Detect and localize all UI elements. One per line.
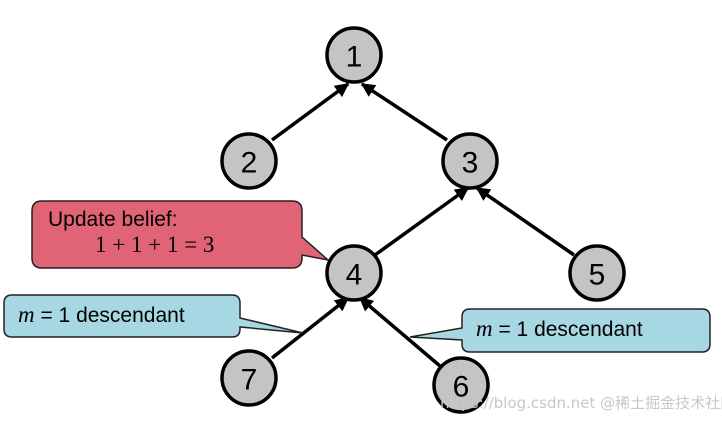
node-7-label: 7 bbox=[241, 364, 258, 397]
left-descendant-tail: = 1 descendant bbox=[35, 304, 185, 327]
node-3-label: 3 bbox=[462, 147, 479, 180]
node-1: 1 bbox=[325, 26, 383, 84]
node-4-label: 4 bbox=[346, 259, 363, 292]
node-7: 7 bbox=[220, 349, 278, 407]
left-descendant-text: m = 1 descendant bbox=[18, 302, 185, 327]
node-2: 2 bbox=[220, 132, 278, 190]
node-6-label: 6 bbox=[453, 371, 470, 404]
edge-3-to-1 bbox=[360, 82, 448, 142]
watermark-text: https://blog.csdn.net @稀土掘金技术社区 bbox=[440, 394, 722, 412]
node-1-label: 1 bbox=[346, 41, 363, 74]
right-descendant-tail: = 1 descendant bbox=[493, 318, 643, 341]
edge-2-to-1 bbox=[270, 82, 350, 142]
left-descendant-callout: m = 1 descendant bbox=[3, 294, 304, 338]
update-belief-equation: 1 + 1 + 1 = 3 bbox=[95, 232, 214, 257]
edge-6-to-4 bbox=[358, 296, 442, 368]
node-5-label: 5 bbox=[589, 259, 606, 292]
update-belief-title: Update belief: bbox=[48, 208, 178, 231]
node-4: 4 bbox=[325, 244, 383, 302]
node-5: 5 bbox=[568, 244, 626, 302]
edge-4-to-3 bbox=[373, 186, 470, 257]
right-descendant-callout: m = 1 descendant bbox=[409, 308, 711, 353]
left-descendant-variable: m bbox=[18, 302, 35, 327]
right-descendant-variable: m bbox=[476, 316, 493, 341]
update-belief-callout: Update belief: 1 + 1 + 1 = 3 bbox=[31, 200, 331, 269]
node-3: 3 bbox=[441, 132, 499, 190]
edge-7-to-4 bbox=[270, 296, 350, 360]
right-descendant-text: m = 1 descendant bbox=[476, 316, 643, 341]
node-6: 6 bbox=[432, 356, 490, 414]
edge-5-to-3 bbox=[475, 186, 575, 257]
node-2-label: 2 bbox=[241, 147, 258, 180]
